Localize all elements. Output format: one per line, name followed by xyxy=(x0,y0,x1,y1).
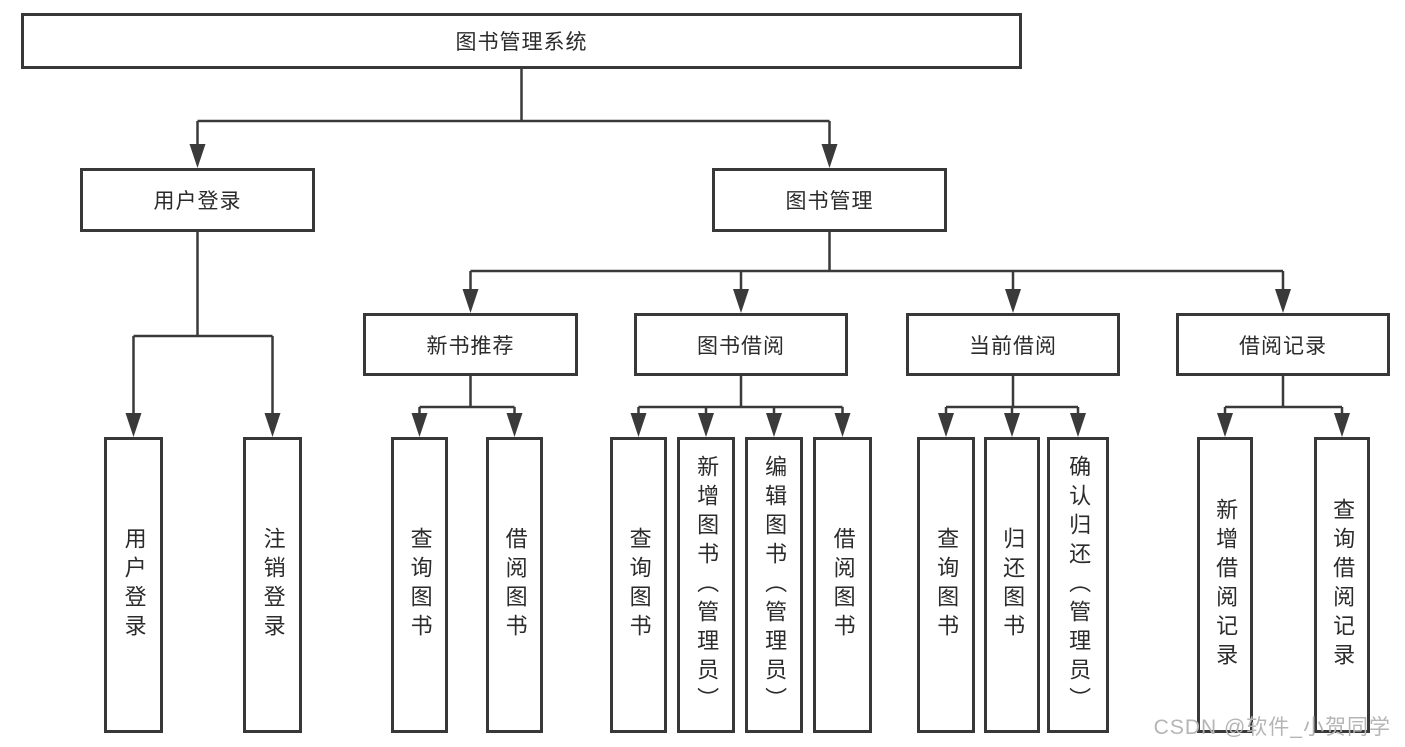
node-book-borrowing-label: 图书借阅 xyxy=(697,334,785,358)
root-node-label: 图书管理系统 xyxy=(455,31,588,54)
node-borrowing-records: 借阅记录 xyxy=(1176,313,1390,376)
leaf-user-login: 用户登录 xyxy=(104,437,163,733)
leaf-query-books-current: 查询图书 xyxy=(917,437,975,733)
leaf-borrow-books-recommend-label: 借阅图书 xyxy=(502,527,528,643)
node-book-management: 图书管理 xyxy=(712,168,947,232)
leaf-edit-books-admin-label: 编辑图书（管理员） xyxy=(762,454,788,716)
leaf-user-login-label: 用户登录 xyxy=(121,527,147,643)
leaf-borrow-books-label: 借阅图书 xyxy=(830,527,856,643)
leaf-add-borrow-record: 新增借阅记录 xyxy=(1197,437,1253,733)
node-current-borrowing-label: 当前借阅 xyxy=(969,334,1057,358)
node-new-book-recommendation: 新书推荐 xyxy=(363,313,578,376)
node-current-borrowing: 当前借阅 xyxy=(906,313,1120,376)
leaf-borrow-books: 借阅图书 xyxy=(813,437,872,733)
node-new-book-recommendation-label: 新书推荐 xyxy=(426,334,515,358)
leaf-logout: 注销登录 xyxy=(243,437,302,733)
leaf-query-books-borrow-label: 查询图书 xyxy=(626,527,652,643)
node-book-management-label: 图书管理 xyxy=(785,190,874,213)
leaf-confirm-return-admin: 确认归还（管理员） xyxy=(1047,437,1109,733)
leaf-logout-label: 注销登录 xyxy=(260,527,286,643)
leaf-borrow-books-recommend: 借阅图书 xyxy=(486,437,543,733)
leaf-add-borrow-record-label: 新增借阅记录 xyxy=(1213,498,1239,672)
node-borrowing-records-label: 借阅记录 xyxy=(1239,334,1327,358)
leaf-query-borrow-record: 查询借阅记录 xyxy=(1314,437,1370,733)
leaf-add-books-admin: 新增图书（管理员） xyxy=(677,437,735,733)
arrowheads xyxy=(125,144,1350,437)
watermark: CSDN @软件_小贺同学 xyxy=(1153,716,1391,739)
node-user-login: 用户登录 xyxy=(80,168,315,232)
leaf-return-books-label: 归还图书 xyxy=(1000,527,1026,643)
node-user-login-label: 用户登录 xyxy=(153,190,242,213)
leaf-query-books-current-label: 查询图书 xyxy=(934,527,960,643)
leaf-confirm-return-admin-label: 确认归还（管理员） xyxy=(1066,454,1092,716)
leaf-query-books-borrow: 查询图书 xyxy=(610,437,667,733)
leaf-edit-books-admin: 编辑图书（管理员） xyxy=(745,437,803,733)
leaf-query-books-recommend-label: 查询图书 xyxy=(407,527,433,643)
node-book-borrowing: 图书借阅 xyxy=(634,313,848,376)
leaf-return-books: 归还图书 xyxy=(984,437,1040,733)
leaf-query-borrow-record-label: 查询借阅记录 xyxy=(1330,498,1356,672)
root-node: 图书管理系统 xyxy=(21,13,1022,69)
leaf-query-books-recommend: 查询图书 xyxy=(391,437,448,733)
leaf-add-books-admin-label: 新增图书（管理员） xyxy=(694,454,720,716)
